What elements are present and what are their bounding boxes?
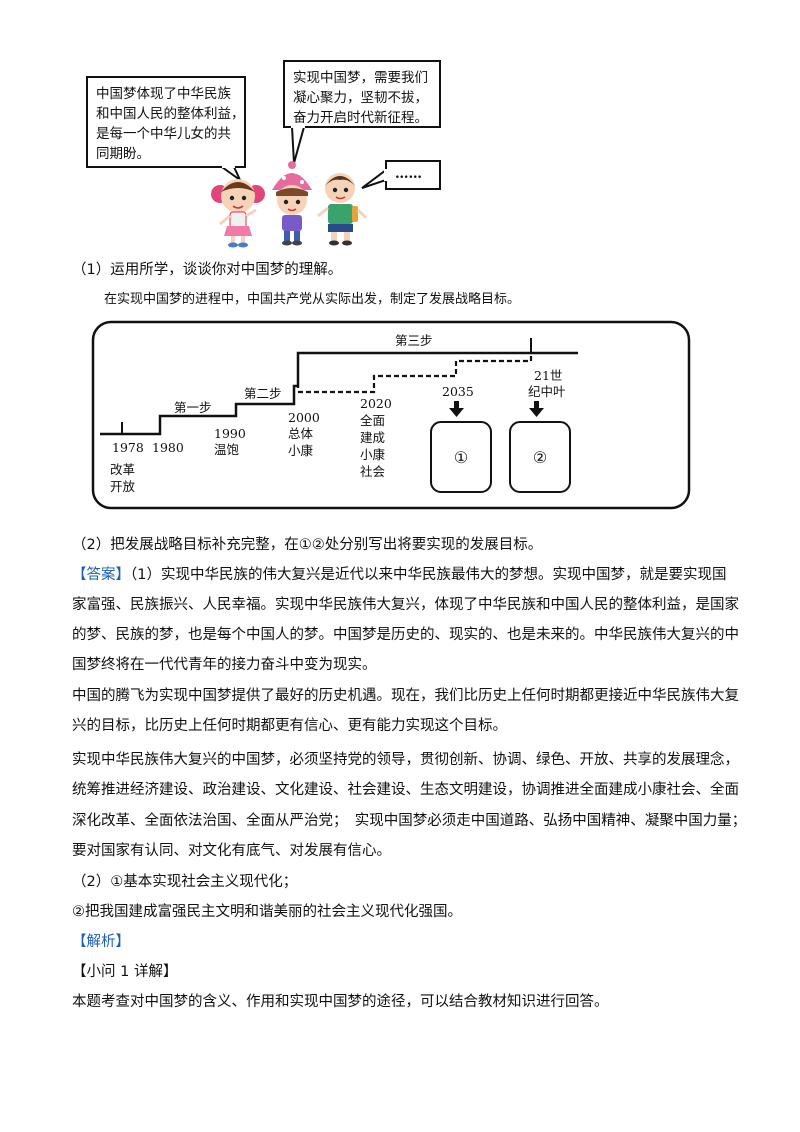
answer-line-1: 【答案】（1）实现中华民族的伟大复兴是近代以来中华民族最伟大的梦想。实现中国梦，… xyxy=(72,563,732,587)
note-gaige-1: 改革 xyxy=(110,462,135,477)
bubble-right-tail xyxy=(361,168,387,189)
year-1980: 1980 xyxy=(152,440,184,455)
answer-line: 国梦终将在一代代青年的接力奋斗中变为现实。 xyxy=(72,657,377,673)
girl-character xyxy=(211,179,265,248)
note-xiaokang-1: 总体 xyxy=(288,426,314,441)
boy-character xyxy=(317,173,368,246)
note-quanmian-3: 小康 xyxy=(360,447,386,462)
answer-line: 要对国家有认同、对文化有底气、对发展有信心。 xyxy=(72,843,391,859)
answer-line: 实现中华民族伟大复兴的中国梦，必须坚持党的领导，贯彻创新、协调、绿色、开放、共享… xyxy=(72,752,739,768)
arrow-down-icon xyxy=(449,401,464,417)
note-wenbao: 温饱 xyxy=(214,442,239,457)
note-quanmian-1: 全面 xyxy=(360,413,385,428)
year-21c-line1: 21世 xyxy=(534,368,562,383)
answer-line: 深化改革、全面依法治国、全面从严治党； 实现中国梦必须走中国道路、弘扬中国精神、… xyxy=(72,813,747,829)
speech-bubble-right: …… xyxy=(385,160,441,190)
speech-bubble-middle: 实现中国梦，需要我们 凝心聚力，坚韧不拔， 奋力开启时代新征程。 xyxy=(283,60,441,128)
year-1990: 1990 xyxy=(214,426,246,441)
analysis-text: 本题考查对中国梦的含义、作用和实现中国梦的途径，可以结合教材知识进行回答。 xyxy=(72,994,609,1010)
note-quanmian-4: 社会 xyxy=(360,464,386,479)
question-1: （1）运用所学，谈谈你对中国梦的理解。 xyxy=(72,262,343,278)
year-2035: 2035 xyxy=(442,384,474,399)
year-21c-line2: 纪中叶 xyxy=(528,384,566,399)
bubble-left-tail xyxy=(218,166,243,184)
child-with-hat-character xyxy=(272,161,312,246)
answer-text: （1）实现中华民族的伟大复兴是近代以来中华民族最伟大的梦想。实现中国梦，就是要实… xyxy=(130,567,727,583)
bubble-middle-line: 奋力开启时代新征程。 xyxy=(293,110,428,126)
staircase-dashed xyxy=(298,353,533,394)
year-1978: 1978 xyxy=(112,440,144,455)
diagram-frame xyxy=(91,320,691,510)
answer-line: 家富强、民族振兴、人民幸福。实现中华民族伟大复兴，体现了中华民族和中国人民的整体… xyxy=(72,597,739,613)
step-3-label: 第三步 xyxy=(395,333,433,348)
answer-line: 的梦、民族的梦，也是每个中国人的梦。中国梦是历史的、现实的、也是未来的。中华民族… xyxy=(72,627,739,643)
question-2: （2）把发展战略目标补充完整，在①②处分别写出将要实现的发展目标。 xyxy=(72,537,543,553)
analysis-label: 【解析】 xyxy=(72,934,130,950)
staircase-solid xyxy=(100,351,578,436)
diagram-intro: 在实现中国梦的进程中，中国共产党从实际出发，制定了发展战略目标。 xyxy=(104,292,521,307)
note-quanmian-2: 建成 xyxy=(360,430,385,445)
step-1-label: 第一步 xyxy=(174,400,212,415)
strategy-diagram: 第一步 第二步 第三步 1978 1980 1990 2000 2020 203… xyxy=(91,320,691,510)
answer-line: 兴的目标，比历史上任何时期都更有信心、更有能力实现这个目标。 xyxy=(72,718,507,734)
note-gaige-2: 开放 xyxy=(110,479,136,494)
bubble-left-line: 是每一个中华儿女的共 xyxy=(96,126,231,142)
answer-line: （2）①基本实现社会主义现代化； xyxy=(72,874,298,890)
bubble-middle-line: 凝心聚力，坚韧不拔， xyxy=(293,90,428,106)
goal-box-2 xyxy=(509,421,571,493)
answer-line: 统筹推进经济建设、政治建设、文化建设、社会建设、生态文明建设，协调推进全面建成小… xyxy=(72,782,739,798)
note-xiaokang-2: 小康 xyxy=(288,443,314,458)
bubble-middle-tail xyxy=(290,126,306,164)
goal-box-2-label: ② xyxy=(533,448,547,467)
goal-box-1 xyxy=(430,421,492,493)
cartoon-illustration xyxy=(211,123,388,248)
answer-line: ②把我国建成富强民主文明和谐美丽的社会主义现代化强国。 xyxy=(72,904,462,920)
answer-label: 【答案】 xyxy=(72,567,130,583)
year-2020: 2020 xyxy=(360,396,392,411)
step-2-label: 第二步 xyxy=(244,386,282,401)
bubble-left-line: 中国梦体现了中华民族 xyxy=(96,86,231,102)
speech-bubble-left: 中国梦体现了中华民族 和中国人民的整体利益， 是每一个中华儿女的共 同期盼。 xyxy=(86,76,246,168)
bubble-left-line: 同期盼。 xyxy=(96,146,150,162)
arrow-down-icon xyxy=(529,401,544,417)
goal-box-1-label: ① xyxy=(454,448,468,467)
bubble-middle-line: 实现中国梦，需要我们 xyxy=(293,70,428,86)
year-2000: 2000 xyxy=(288,410,320,425)
analysis-subheading: 【小问 1 详解】 xyxy=(72,964,178,980)
bubble-right-text: …… xyxy=(395,166,422,182)
answer-line: 中国的腾飞为实现中国梦提供了最好的历史机遇。现在，我们比历史上任何时期都更接近中… xyxy=(72,688,739,704)
bubble-left-line: 和中国人民的整体利益， xyxy=(96,106,245,122)
